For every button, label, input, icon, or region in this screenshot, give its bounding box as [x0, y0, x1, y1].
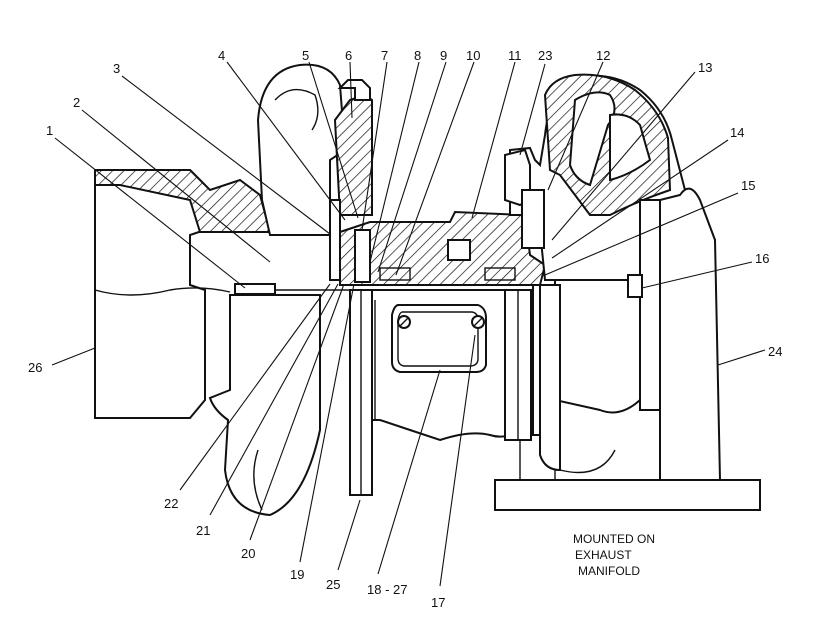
callout-13: 13	[698, 60, 712, 75]
callout-25: 25	[326, 577, 340, 592]
leader-lines	[51, 61, 766, 587]
callout-5: 5	[302, 48, 309, 63]
callout-11: 11	[508, 48, 522, 63]
note-line-2: EXHAUST	[575, 548, 632, 562]
note-line-1: MOUNTED ON	[573, 532, 655, 546]
center-housing-body	[369, 289, 521, 442]
compressor-inlet	[94, 169, 272, 419]
callout-7: 7	[381, 48, 388, 63]
callout-labels: 1 2 3 4 5 6 7 8 9 10 11 23 12 13 14 15 1…	[28, 48, 782, 610]
mounting-note: MOUNTED ON EXHAUST MANIFOLD	[573, 532, 655, 578]
callout-9: 9	[440, 48, 447, 63]
callout-24: 24	[768, 344, 782, 359]
callout-23: 23	[538, 48, 552, 63]
callout-4: 4	[218, 48, 225, 63]
callout-2: 2	[73, 95, 80, 110]
callout-1: 1	[46, 123, 53, 138]
callout-15: 15	[741, 178, 755, 193]
callout-19: 19	[290, 567, 304, 582]
callout-8: 8	[414, 48, 421, 63]
note-line-3: MANIFOLD	[578, 564, 640, 578]
callout-3: 3	[113, 61, 120, 76]
callout-17: 17	[431, 595, 445, 610]
callout-6: 6	[345, 48, 352, 63]
turbine-housing	[504, 73, 691, 474]
callout-10: 10	[466, 48, 480, 63]
callout-14: 14	[730, 125, 744, 140]
callout-16: 16	[755, 251, 769, 266]
callout-22: 22	[164, 496, 178, 511]
turbine-outlet-flange	[494, 187, 761, 511]
callout-26: 26	[28, 360, 42, 375]
callout-21: 21	[196, 523, 210, 538]
callout-20: 20	[241, 546, 255, 561]
callout-12: 12	[596, 48, 610, 63]
callout-18-27: 18 - 27	[367, 582, 407, 597]
compressor-wheel-housing	[208, 294, 321, 517]
